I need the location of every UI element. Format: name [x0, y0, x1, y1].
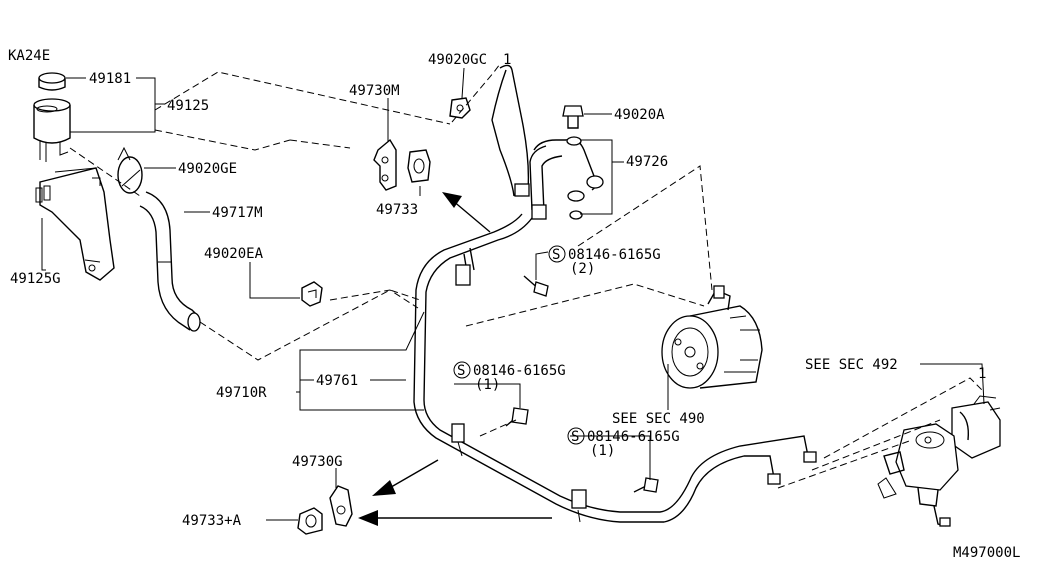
label-49730M: 49730M	[349, 83, 400, 99]
bolt-08146-c	[633, 477, 659, 493]
suction-hose-49717M	[139, 191, 201, 332]
bolt-08146-b	[505, 407, 529, 427]
engine-label: KA24E	[8, 48, 50, 64]
return-hose	[491, 64, 530, 197]
label-49020EA: 49020EA	[204, 246, 264, 262]
clip-49020EA	[301, 281, 323, 307]
label-49125G: 49125G	[10, 271, 61, 287]
bolt-08146-a	[523, 275, 549, 297]
label-49020GE: 49020GE	[178, 161, 237, 177]
label-bolt-3: 08146-6165G	[587, 429, 680, 445]
label-49125: 49125	[167, 98, 209, 114]
label-49733A: 49733+A	[182, 513, 242, 529]
ref-mark-2: 1	[978, 366, 986, 382]
svg-text:S: S	[457, 363, 465, 379]
label-see-sec-490: SEE SEC 490	[612, 411, 705, 427]
label-bolt-2-qty: (1)	[475, 377, 500, 393]
arrow-to-49730G	[372, 459, 439, 496]
bracket-49730M	[373, 138, 397, 191]
arrow-to-49733	[442, 192, 491, 233]
steel-tube-49761	[413, 213, 817, 523]
label-49726: 49726	[626, 154, 668, 170]
steering-gear	[877, 395, 1001, 527]
reservoir-tank	[33, 98, 71, 162]
s-mark-1: S	[548, 245, 566, 263]
drawing-number: M497000L	[953, 545, 1020, 561]
reservoir-cap	[38, 72, 66, 91]
label-bolt-2: 08146-6165G	[473, 363, 566, 379]
label-bolt-1-qty: (2)	[570, 261, 595, 277]
hose-clamp-49020GE	[117, 146, 143, 194]
svg-text:S: S	[552, 247, 560, 263]
s-mark-2: S	[453, 361, 471, 379]
bolt-49020A	[562, 105, 584, 129]
bracket-49730G	[329, 485, 353, 527]
label-49181: 49181	[89, 71, 131, 87]
fitting-49726	[565, 136, 604, 220]
label-bolt-3-qty: (1)	[590, 443, 615, 459]
label-49020A: 49020A	[614, 107, 665, 123]
clip-49020GC	[449, 97, 471, 119]
label-see-sec-492: SEE SEC 492	[805, 357, 898, 373]
label-49761: 49761	[316, 373, 358, 389]
pressure-hose-upper	[529, 139, 566, 220]
arrow-to-49733A	[358, 510, 552, 526]
label-bolt-1: 08146-6165G	[568, 247, 661, 263]
dashed-reference-lines	[69, 63, 983, 489]
grommet-49733	[407, 149, 431, 183]
grommet-49733A	[297, 507, 323, 535]
label-49717M: 49717M	[212, 205, 263, 221]
reservoir-bracket	[35, 167, 115, 281]
svg-text:S: S	[571, 429, 579, 445]
label-49733: 49733	[376, 202, 418, 218]
label-49710R: 49710R	[216, 385, 267, 401]
ref-mark-1: 1	[503, 52, 511, 68]
label-49730G: 49730G	[292, 454, 343, 470]
power-steering-pump	[661, 285, 763, 389]
s-mark-3: S	[567, 427, 585, 445]
label-49020GC: 49020GC	[428, 52, 487, 68]
leader-lines	[41, 67, 985, 521]
